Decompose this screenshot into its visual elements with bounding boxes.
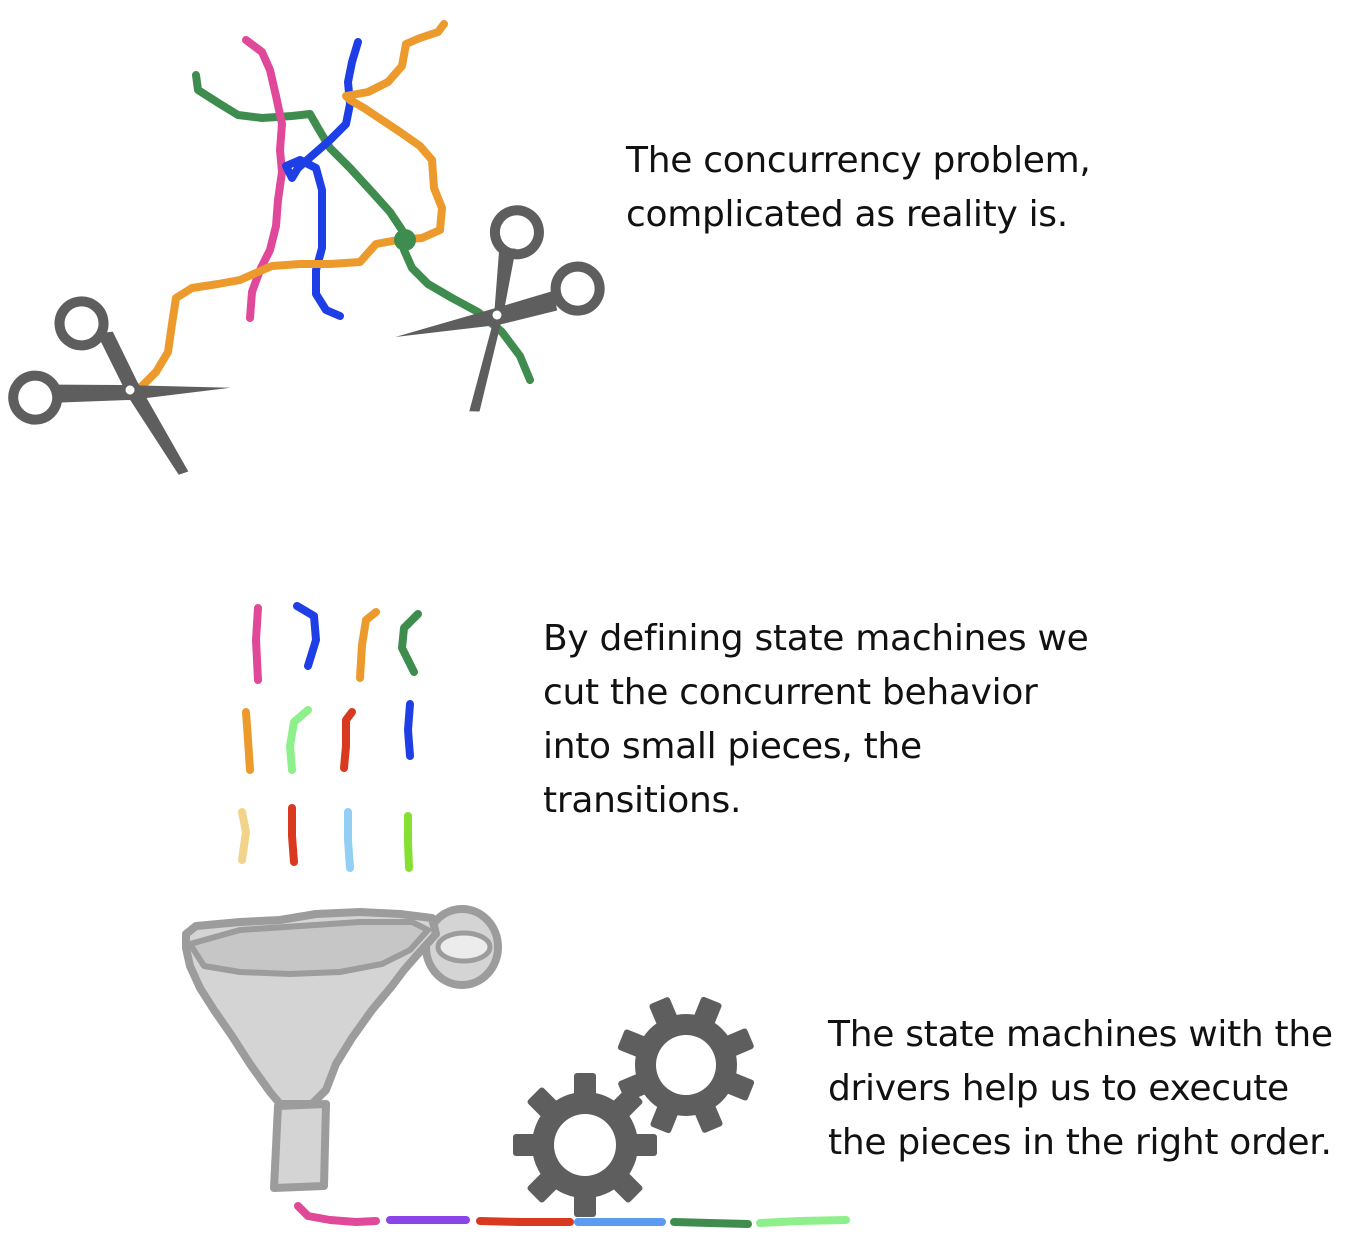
piece-green [398,610,422,676]
scissors-handle-ring [8,370,63,425]
caption-state-machines: By defining state machines we cut the co… [543,612,1089,828]
caption-line: drivers help us to execute [828,1068,1289,1109]
scissors-handle-ring [489,205,544,260]
gear-large-icon [513,1073,657,1217]
scissors-blade-vertical [96,331,189,475]
caption-line: the pieces in the right order. [828,1122,1332,1163]
piece-light-green [286,706,312,774]
scissors-blade-horizontal [58,384,231,403]
scissors-blade-vertical [469,247,516,412]
piece-blue [293,602,320,670]
funnel-handle-inner [435,930,493,964]
funnel-icon [182,905,502,1192]
scissors-handle-ring [54,296,109,351]
ordered-piece-pink [294,1202,380,1226]
caption-line: transitions. [543,780,742,821]
piece-red [288,804,298,866]
caption-drivers-order: The state machines with the drivers help… [828,1008,1333,1170]
scissors-handle-ring [550,261,605,316]
thread-blue [282,38,362,320]
scissors-pivot [125,385,135,395]
scissors-icon [8,296,231,475]
piece-pink [252,604,262,684]
scissors-pivot [492,310,502,320]
ordered-piece-green [670,1218,752,1228]
caption-line: The state machines with the [828,1014,1333,1055]
scissors-icon [395,205,605,412]
caption-line: complicated as reality is. [626,194,1068,235]
piece-orange [242,708,254,774]
thread-pieces [238,602,422,872]
thread-green [192,71,534,384]
caption-line: cut the concurrent behavior [543,672,1038,713]
thread-knot [394,229,416,251]
piece-tan [238,808,250,864]
ordered-piece-red [476,1217,574,1226]
funnel-spout [270,1100,330,1192]
piece-light-blue [344,808,354,872]
caption-concurrency-problem: The concurrency problem, complicated as … [626,134,1091,242]
caption-line: into small pieces, the [543,726,922,767]
gear-small-icon [617,996,755,1134]
ordered-piece-light-green [756,1216,850,1227]
gears-icon [513,996,755,1217]
piece-red [340,708,356,772]
scissors-blade-horizontal [395,290,558,337]
caption-line: The concurrency problem, [626,140,1091,181]
tangled-threads [136,20,534,392]
funnel-rim-shadow [187,919,431,977]
caption-line: By defining state machines we [543,618,1089,659]
piece-blue [404,700,414,760]
piece-lime [404,812,413,872]
ordered-pieces-line [294,1202,850,1228]
thread-orange [136,20,448,392]
piece-orange [356,608,380,682]
